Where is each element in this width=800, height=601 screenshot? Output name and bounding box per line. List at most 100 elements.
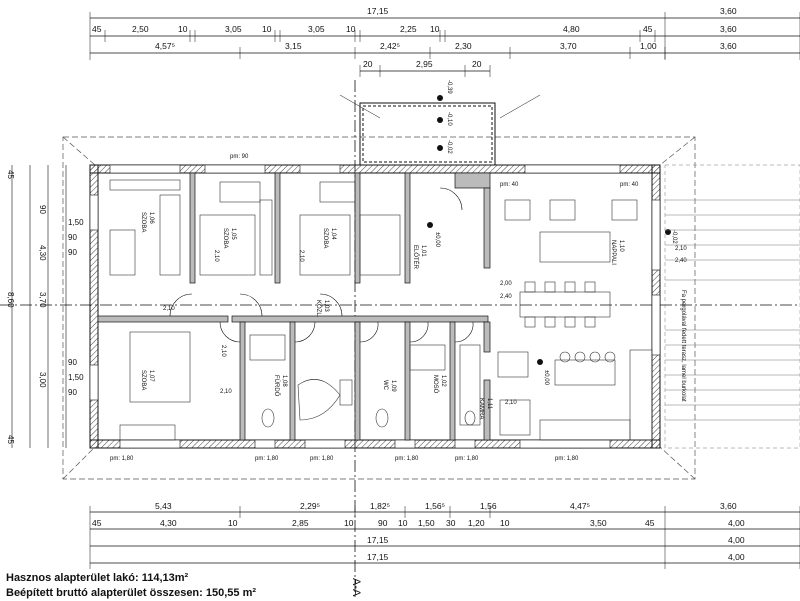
dim-label: 3,70 [560,41,577,51]
interior-walls [97,172,491,441]
opening-label: 2,10 [213,250,219,262]
dim-label: 30 [446,518,456,528]
dim-label: 90 [68,248,77,257]
dim-label: 17,15 [367,552,389,562]
dim-label: 10 [346,24,356,34]
dim-label: 45 [645,518,655,528]
level-marker-icon [437,95,443,101]
left-dimension-lines [11,165,67,448]
door-swings [169,187,474,343]
dim-label: 1,56⁵ [425,501,445,511]
dim-label: 4,80 [563,24,580,34]
room-num: 1,09 [390,380,396,392]
level-label: -0,10 [446,112,452,126]
dim-label: 1,82⁵ [370,501,390,511]
top-dimension-labels: 17,15 3,60 45 2,50 10 3,05 10 3,05 10 2,… [92,6,737,69]
dim-label: 2,29⁵ [300,501,320,511]
room-name: KÖZL. [315,300,322,318]
opening-label: 2,10 [675,246,687,252]
dim-label: 3,50 [590,518,607,528]
opening-label: 2,10 [220,345,226,357]
dim-label: 4,00 [728,552,745,562]
dim-label: 10 [500,518,510,528]
dim-label: 10 [398,518,408,528]
dim-label: 4,47⁵ [570,501,590,511]
level-label: ±0,00 [543,370,549,386]
dim-label: 3,70 [38,292,47,308]
bottom-dimension-labels: 5,43 2,29⁵ 1,82⁵ 1,56⁵ 1,56 4,47⁵ 3,60 4… [92,501,745,562]
parapet-label: pm: 1,80 [395,456,419,462]
opening-label: 2,10 [163,306,175,312]
parapet-label: pm: 90 [230,154,249,160]
opening-label: 2,10 [220,389,232,395]
room-name: SZOBA [140,370,146,390]
level-label: -0,39 [446,80,452,94]
dim-label: 90 [68,358,77,367]
useful-area-summary: Hasznos alapterület lakó: 114,13m² [6,572,189,584]
dim-label: 3,00 [38,372,47,388]
level-marker-icon [427,222,433,228]
dim-label: 3,60 [720,501,737,511]
parapet-label: pm: 1,80 [110,456,134,462]
room-labels: 1,06 SZOBA 1,05 SZOBA 1,04 SZOBA 1,01 EL… [140,212,624,419]
dim-label: 10 [228,518,238,528]
left-dimension-labels: 45 90 1,50 90 4,30 90 3,70 8,60 90 1,50 … [6,170,84,444]
room-num: 1,06 [148,212,154,224]
dim-label: 45 [6,435,15,444]
dim-top-terrace: 3,60 [720,6,737,16]
level-label: -0,02 [446,140,452,154]
dim-label: 2,85 [292,518,309,528]
room-num: 1,01 [420,245,426,257]
dim-label: 90 [38,205,47,214]
section-label: A-A [350,578,362,597]
eaves-outline [62,136,696,480]
level-label: -0,02 [671,230,677,244]
dim-label: 10 [430,24,440,34]
dim-label: 45 [643,24,653,34]
dim-label: 45 [92,518,102,528]
level-label: ±0,00 [434,232,440,248]
dim-label: 3,15 [285,41,302,51]
exterior-walls [89,164,661,449]
dim-label: 10 [344,518,354,528]
parapet-label: pm: 1,80 [310,456,334,462]
dim-label: 45 [6,170,15,179]
dim-label: 1,56 [480,501,497,511]
opening-label: 2,10 [298,250,304,262]
dim-label: 2,42⁵ [380,41,400,51]
bottom-dimension-lines [89,506,800,569]
parapet-label: pm: 40 [620,182,639,188]
level-marker-icon [437,145,443,151]
room-num: 1,10 [618,240,624,252]
room-num: 1,03 [323,300,329,312]
dim-label: 2,95 [416,59,433,69]
room-name: SZOBA [322,228,328,248]
dim-label: 4,30 [160,518,177,528]
dim-label: 3,60 [720,41,737,51]
opening-label: 2,40 [675,258,687,264]
dim-label: 4,57⁵ [155,41,175,51]
dim-label: 3,05 [308,24,325,34]
room-num: 1,05 [230,228,236,240]
dim-label: 10 [178,24,188,34]
dim-label: 3,60 [720,24,737,34]
dim-label: 17,15 [367,535,389,545]
dim-label: 2,30 [455,41,472,51]
room-num: 1,07 [148,370,154,382]
level-marker-icon [665,229,671,235]
dim-label: 5,43 [155,501,172,511]
dim-label: 1,50 [68,218,84,227]
dim-label: 1,00 [640,41,657,51]
terrace [664,164,800,449]
level-markers: -0,39 -0,10 -0,02 ±0,00 ±0,00 -0,02 [427,80,677,386]
dim-label: 20 [472,59,482,69]
dim-label: 2,25 [400,24,417,34]
dim-label: 90 [68,388,77,397]
room-name: WC [382,380,388,391]
room-name: SZOBA [140,212,146,232]
room-name: NAPPALI [610,240,616,265]
room-name: FÜRDŐ [273,375,280,397]
level-marker-icon [437,117,443,123]
room-num: 1,08 [281,375,287,387]
parapet-label: pm: 1,80 [455,456,479,462]
